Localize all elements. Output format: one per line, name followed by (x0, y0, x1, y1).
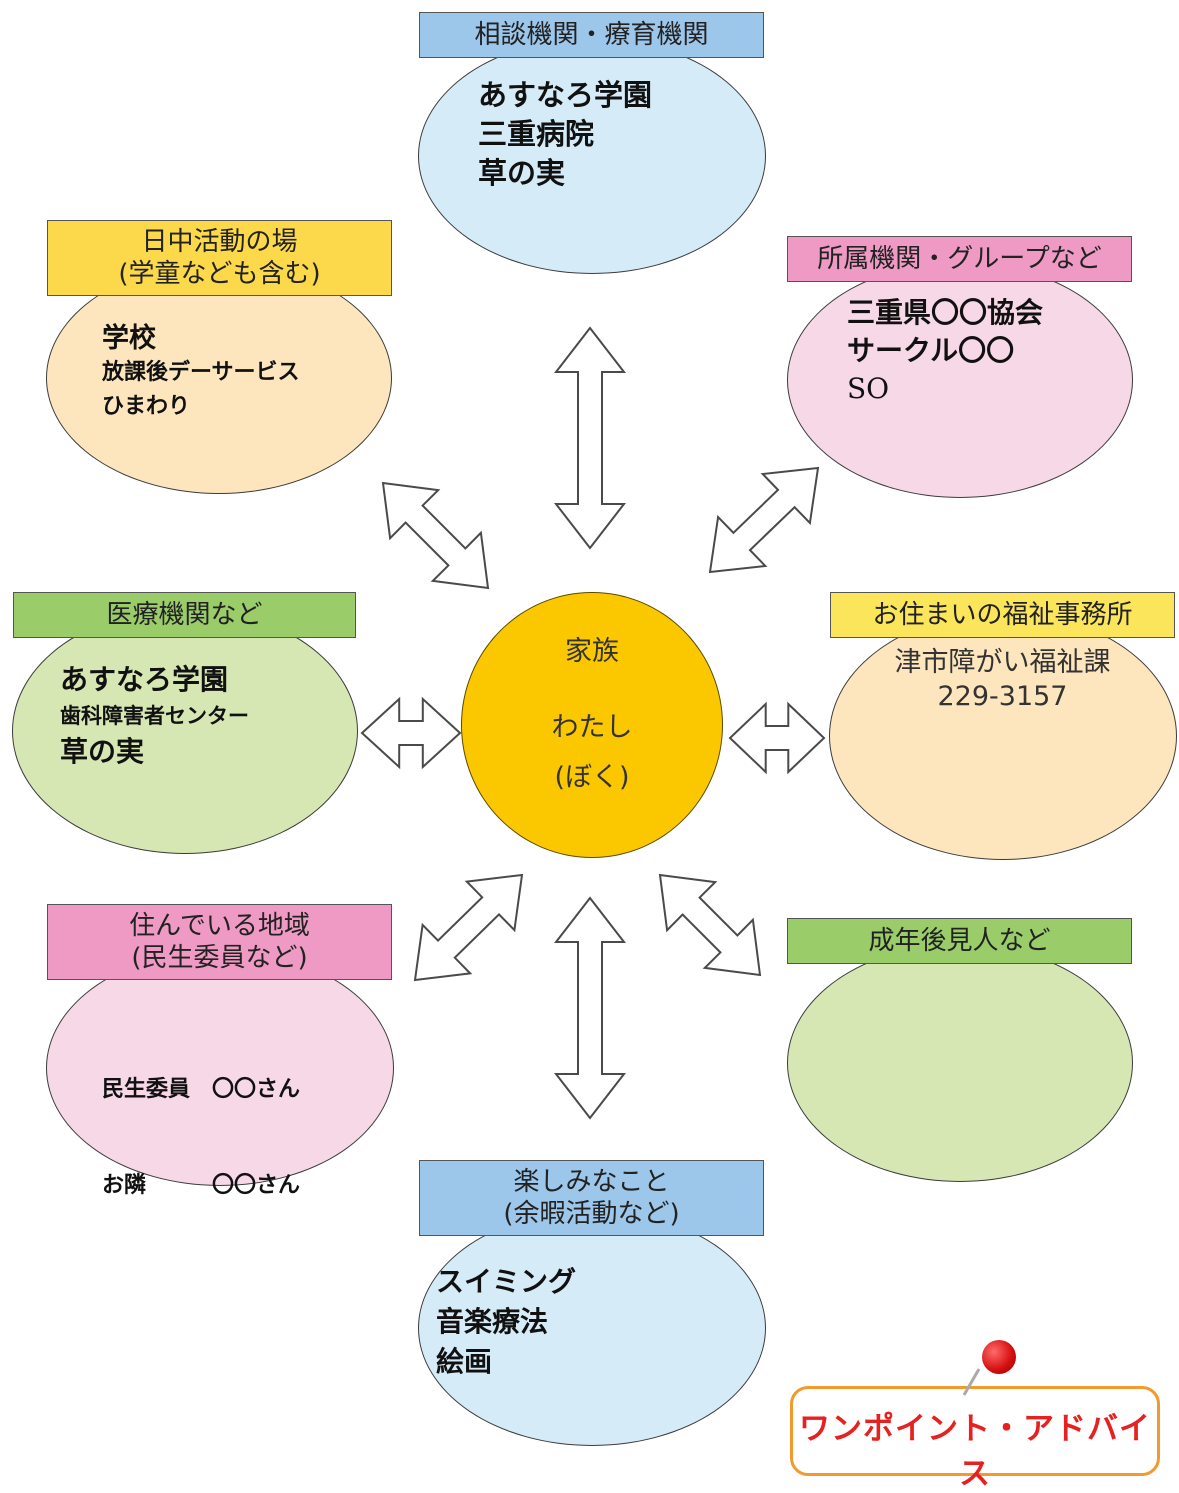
arrow-medical (360, 696, 462, 770)
daytime-item: 放課後デーサービス (102, 360, 300, 385)
connector-arrows (360, 326, 826, 1120)
daytime-items: 学校 放課後デーサービス ひまわり (102, 322, 300, 424)
pin-icon (982, 1340, 1016, 1374)
region-label: 住んでいる地域 (民生委員など) (47, 904, 392, 980)
region-item: 民生委員 〇〇さん (102, 1077, 301, 1102)
advice-box: ワンポイント・アドバイス (790, 1386, 1160, 1492)
guardian-label-line: 成年後見人など (868, 925, 1051, 956)
leisure-item: 音楽療法 (436, 1305, 549, 1338)
center-me-alt: (ぼく) (554, 762, 630, 793)
leisure-label-line: (余暇活動など) (503, 1199, 680, 1229)
arrow-consult (553, 326, 627, 550)
leisure-items: スイミング 音楽療法 絵画 (436, 1262, 576, 1382)
leisure-label-line: 楽しみなこと (513, 1166, 670, 1197)
consult-item: 草の実 (478, 156, 566, 190)
group-items: 三重県〇〇協会 サークル〇〇 SO (847, 294, 1043, 408)
medical-item: 草の実 (60, 735, 145, 768)
arrow-welfare (728, 701, 826, 775)
region-items: 民生委員 〇〇さん お隣 〇〇さん (102, 1010, 300, 1234)
welfare-ellipse (829, 612, 1177, 860)
welfare-item: 229-3157 (937, 681, 1068, 712)
welfare-label-line: お住まいの福祉事務所 (872, 599, 1133, 630)
consult-label: 相談機関・療育機関 (419, 12, 764, 58)
region-item: お隣 〇〇さん (102, 1173, 301, 1198)
group-item: サークル〇〇 (847, 334, 1015, 367)
center-family: 家族 (565, 636, 619, 667)
consult-ellipse (418, 38, 766, 274)
medical-label-line: 医療機関など (106, 599, 263, 630)
consult-label-line: 相談機関・療育機関 (474, 19, 709, 50)
daytime-item: 学校 (102, 323, 156, 354)
daytime-ellipse (46, 262, 392, 494)
leisure-item: スイミング (436, 1265, 577, 1298)
group-label-line: 所属機関・グループなど (817, 243, 1102, 274)
group-label: 所属機関・グループなど (787, 236, 1132, 282)
daytime-item: ひまわり (102, 394, 191, 419)
welfare-item: 津市障がい福祉課 (894, 647, 1111, 678)
group-item: 三重県〇〇協会 (847, 296, 1044, 329)
arrow-region (413, 873, 524, 982)
guardian-label: 成年後見人など (787, 918, 1132, 964)
arrow-group (708, 466, 820, 574)
daytime-label: 日中活動の場 (学童なども含む) (47, 220, 392, 296)
daytime-label-line: 日中活動の場 (141, 226, 298, 257)
arrow-daytime (381, 481, 490, 590)
welfare-label: お住まいの福祉事務所 (830, 592, 1175, 638)
guardian-ellipse (787, 944, 1133, 1182)
arrow-leisure (553, 896, 627, 1120)
region-label-line: 住んでいる地域 (129, 910, 310, 941)
leisure-ellipse (418, 1210, 766, 1446)
consult-item: 三重病院 (478, 117, 595, 151)
group-ellipse (787, 262, 1133, 498)
welfare-items: 津市障がい福祉課 229-3157 (830, 646, 1175, 714)
medical-label: 医療機関など (13, 592, 356, 638)
region-label-line: (民生委員など) (131, 943, 308, 973)
medical-item: あすなろ学園 (60, 663, 229, 696)
leisure-item: 絵画 (436, 1345, 493, 1378)
center-node: 家族 わたし (ぼく) (461, 592, 723, 858)
medical-items: あすなろ学園 歯科障害者センター 草の実 (60, 662, 249, 770)
leisure-label: 楽しみなこと (余暇活動など) (419, 1160, 764, 1236)
center-me: わたし (551, 712, 633, 743)
medical-item: 歯科障害者センター (60, 704, 249, 728)
group-item: SO (847, 372, 890, 405)
daytime-label-line: (学童なども含む) (118, 259, 321, 289)
consult-items: あすなろ学園 三重病院 草の実 (478, 76, 652, 193)
medical-ellipse (12, 608, 358, 854)
consult-item: あすなろ学園 (478, 78, 653, 112)
advice-text: ワンポイント・アドバイス (799, 1411, 1151, 1492)
arrow-guardian (658, 873, 762, 977)
